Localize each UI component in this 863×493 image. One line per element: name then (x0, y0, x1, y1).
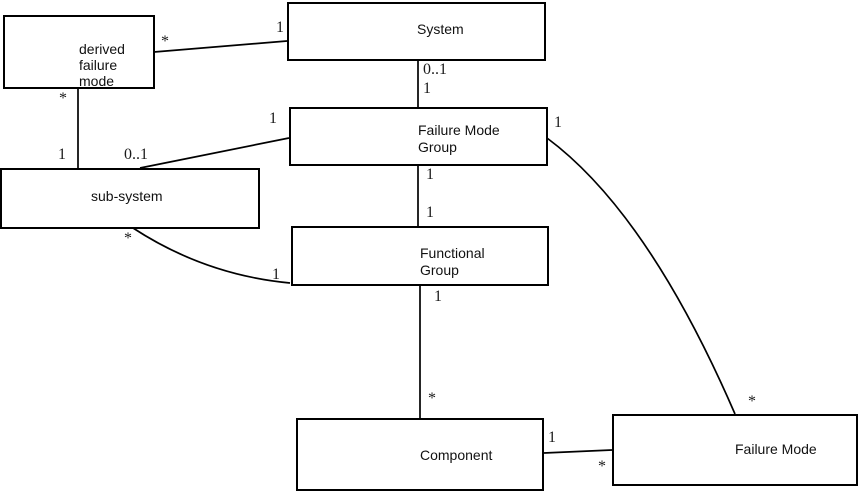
class-box-derived-failure-mode: derived failure mode (3, 15, 155, 89)
association-line-derived-failure-mode-system (153, 40, 288, 53)
multiplicity-system-fmg-near-system: 0..1 (423, 61, 447, 78)
multiplicity-fmg-fm-near-fmg: 1 (554, 114, 562, 131)
association-curve-failure-mode-group-failure-mode (546, 137, 736, 415)
multiplicity-component-fm-near-fm: * (598, 458, 606, 475)
association-line-component-failure-mode (543, 449, 613, 454)
class-box-functional-group: Functional Group (291, 226, 549, 286)
class-label-failure-mode: Failure Mode (735, 441, 817, 457)
multiplicity-fg-component-near-fg: 1 (434, 288, 442, 305)
association-curve-sub-system-functional-group (132, 227, 291, 284)
multiplicity-dfm-subsystem-near-dfm: * (59, 90, 67, 107)
association-line-failure-mode-group-sub-system (139, 137, 290, 169)
multiplicity-fg-component-near-component: * (428, 390, 436, 407)
class-label-system: System (417, 21, 464, 37)
multiplicity-fmg-subsystem-near-subsystem: 0..1 (124, 146, 148, 163)
multiplicity-subsystem-fg-near-subsystem: * (124, 230, 132, 247)
multiplicity-fmg-fg-near-fg: 1 (426, 204, 434, 221)
multiplicity-fmg-fm-near-fm: * (748, 393, 756, 410)
multiplicity-dfm-system-near-system: 1 (276, 19, 284, 36)
class-label-component: Component (420, 447, 493, 463)
class-label-derived-failure-mode: derived failure mode (79, 41, 125, 89)
class-box-system: System (287, 2, 546, 61)
multiplicity-fmg-subsystem-near-fmg: 1 (269, 110, 277, 127)
class-label-failure-mode-group: Failure Mode Group (418, 122, 500, 155)
class-label-sub-system: sub-system (91, 188, 163, 204)
class-box-failure-mode-group: Failure Mode Group (289, 107, 548, 166)
multiplicity-fmg-fg-near-fmg: 1 (426, 166, 434, 183)
multiplicity-system-fmg-near-fmg: 1 (423, 80, 431, 97)
class-box-failure-mode: Failure Mode (612, 414, 858, 486)
class-label-functional-group: Functional Group (420, 245, 485, 278)
multiplicity-component-fm-near-component: 1 (548, 429, 556, 446)
multiplicity-dfm-system-near-dfm: * (161, 33, 169, 50)
class-box-component: Component (296, 418, 544, 491)
multiplicity-subsystem-fg-near-fg: 1 (272, 266, 280, 283)
class-box-sub-system: sub-system (0, 168, 260, 229)
multiplicity-dfm-subsystem-near-subsystem: 1 (58, 146, 66, 163)
